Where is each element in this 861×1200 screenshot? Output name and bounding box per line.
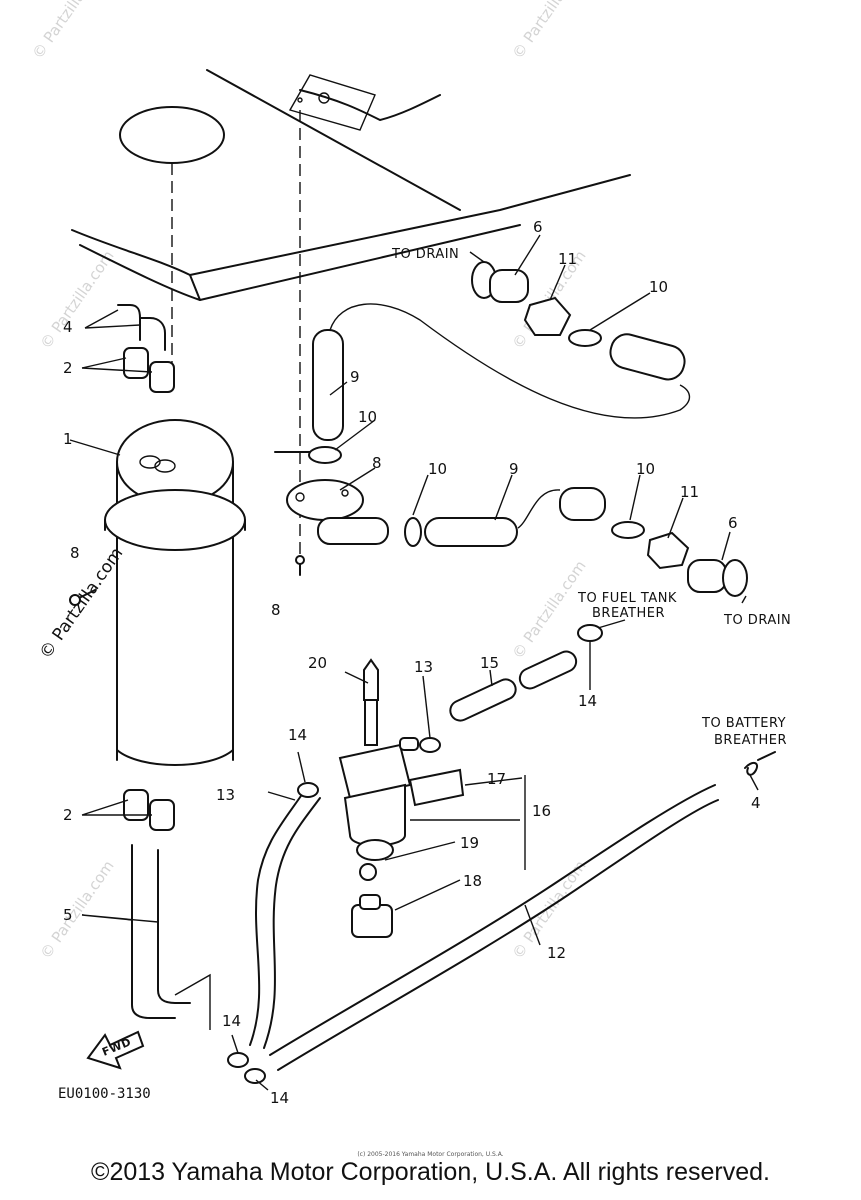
callout-20: 20 xyxy=(308,654,327,672)
fitting-part-7 xyxy=(286,479,389,545)
tank-opening xyxy=(119,106,225,164)
callout-7: 8 xyxy=(372,454,382,472)
grommet-part-2-bottom xyxy=(123,789,175,831)
note-fuel-tank-breather-2: BREATHER xyxy=(592,606,665,621)
callout-8: 8 xyxy=(271,601,281,619)
watermark: © Partzilla.com xyxy=(509,0,590,62)
hose-part-13 xyxy=(249,789,306,1046)
grommet-part-2-top xyxy=(123,347,175,393)
diagram-code: EU0100-3130 xyxy=(58,1086,151,1102)
callout-11: 11 xyxy=(680,483,699,501)
callout-10: 10 xyxy=(428,460,447,478)
callout-4: 5 xyxy=(63,906,73,924)
callout-14: 14 xyxy=(270,1089,289,1107)
callout-10: 10 xyxy=(649,278,668,296)
fwd-arrow: FWD xyxy=(86,1030,145,1070)
watermark: © Partzilla.com xyxy=(37,247,118,352)
watermark: © Partzilla.com xyxy=(37,857,118,962)
leader-lines xyxy=(69,234,759,1091)
routing-notes: TO DRAIN TO DRAIN TO FUEL TANK BREATHER … xyxy=(391,247,791,748)
callout-9: 9 xyxy=(509,460,519,478)
callout-1: 1 xyxy=(63,430,73,448)
callout-numbers: 4 2 1 8 2 5 6 11 10 9 10 8 10 9 10 11 6 … xyxy=(63,218,761,1107)
callout-15: 15 xyxy=(480,654,499,672)
callout-14: 13 xyxy=(414,658,433,676)
callout-11: 11 xyxy=(558,250,577,268)
note-battery-breather-2: BREATHER xyxy=(714,733,787,748)
callout-3: 4 xyxy=(63,318,73,336)
callout-16: 16 xyxy=(532,802,551,820)
callout-10: 10 xyxy=(636,460,655,478)
callout-9: 9 xyxy=(350,368,360,386)
callout-5: 4 xyxy=(751,794,761,812)
watermark-dark: © Partzilla.com xyxy=(36,544,128,663)
callout-18: 18 xyxy=(463,872,482,890)
watermark: © Partzilla.com xyxy=(29,0,110,62)
hose-part-13-inner xyxy=(263,797,321,1049)
copyright-notice: ©2013 Yamaha Motor Corporation, U.S.A. A… xyxy=(91,1158,770,1186)
callout-19: 19 xyxy=(460,834,479,852)
clamp-part-14 xyxy=(227,782,319,1084)
nut-part-11-right xyxy=(646,531,690,570)
hose-part-9-upper xyxy=(312,303,691,441)
callout-14: 14 xyxy=(288,726,307,744)
canister-part-1 xyxy=(104,419,246,766)
fuel-filter-part-16 xyxy=(338,658,526,938)
clamp-part-10 xyxy=(274,329,645,547)
watermark: © Partzilla.com xyxy=(509,557,590,662)
screw-part-8 xyxy=(69,555,305,606)
hose-part-12-inner xyxy=(277,799,719,1071)
breather-hose-part-15 xyxy=(419,624,603,753)
hull-deck xyxy=(71,69,631,301)
callout-12: 12 xyxy=(547,944,566,962)
note-to-drain-top: TO DRAIN xyxy=(391,247,459,262)
hose-part-12 xyxy=(269,784,716,1056)
callout-2: 2 xyxy=(63,806,73,824)
callout-6: 6 xyxy=(728,514,738,532)
callout-13: 13 xyxy=(216,786,235,804)
note-fuel-tank-breather-1: TO FUEL TANK xyxy=(577,591,677,606)
callout-2: 2 xyxy=(63,359,73,377)
callout-8: 8 xyxy=(70,544,80,562)
bent-tube-part-3 xyxy=(117,304,166,351)
drain-fitting-part-6-right xyxy=(687,559,748,597)
callout-10: 10 xyxy=(358,408,377,426)
small-credit: (c) 2005-2016 Yamaha Motor Corporation, … xyxy=(357,1151,504,1158)
note-to-drain-right: TO DRAIN xyxy=(723,613,791,628)
callout-14: 14 xyxy=(222,1012,241,1030)
hose-part-9-lower xyxy=(424,333,686,547)
note-battery-breather-1: TO BATTERY xyxy=(701,716,786,731)
clip-part-5 xyxy=(744,751,776,776)
callout-17: 17 xyxy=(487,770,506,788)
nut-part-11-top xyxy=(523,296,572,336)
callout-14: 14 xyxy=(578,692,597,710)
callout-6: 6 xyxy=(533,218,543,236)
pipe-part-4 xyxy=(131,844,211,1030)
